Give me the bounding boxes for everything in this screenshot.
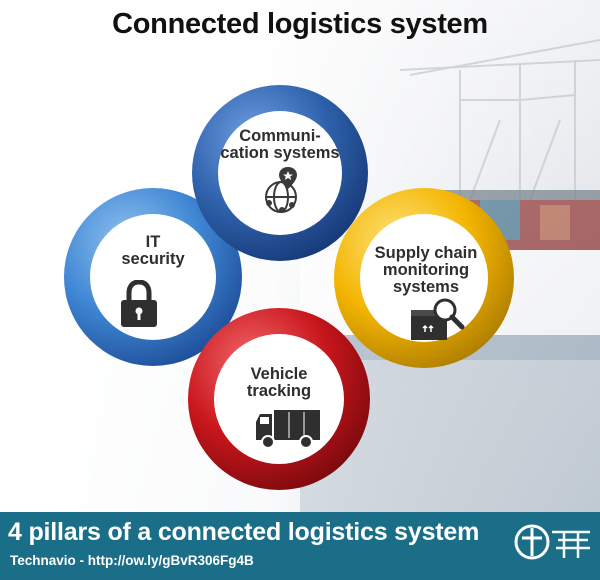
pillar-vehicle-line1: Vehicle bbox=[250, 365, 308, 383]
watermark-logo bbox=[514, 524, 590, 560]
page-title: Connected logistics system bbox=[112, 8, 488, 40]
pillar-supply-chain-line1: Supply chain bbox=[374, 244, 478, 262]
globe-location-icon bbox=[265, 167, 297, 213]
pillar-vehicle-label: Vehicle tracking bbox=[228, 366, 330, 400]
padlock-icon bbox=[121, 280, 157, 327]
footer-title: 4 pillars of a connected logistics syste… bbox=[8, 518, 480, 546]
pillar-supply-chain-label: Supply chain monitoring systems bbox=[364, 245, 488, 296]
footer-banner: 4 pillars of a connected logistics syste… bbox=[0, 512, 600, 580]
pillar-it-security-line1: IT bbox=[145, 233, 161, 251]
pillar-communication-line1: Communi- bbox=[239, 127, 321, 145]
pillar-it-security-label: IT security bbox=[100, 234, 206, 268]
pillar-communication-line2: cation systems bbox=[220, 144, 340, 162]
pillar-supply-chain-line2: monitoring bbox=[382, 261, 470, 279]
package-search-icon bbox=[411, 298, 465, 340]
pillar-communication-label: Communi- cation systems bbox=[214, 128, 346, 162]
source-link[interactable]: Technavio - http://ow.ly/gBvR306Fg4B bbox=[10, 553, 254, 568]
pillar-supply-chain-line3: systems bbox=[392, 278, 460, 296]
pillar-it-security-line2: security bbox=[121, 250, 185, 268]
pillar-vehicle-line2: tracking bbox=[246, 382, 312, 400]
truck-icon bbox=[256, 410, 320, 449]
